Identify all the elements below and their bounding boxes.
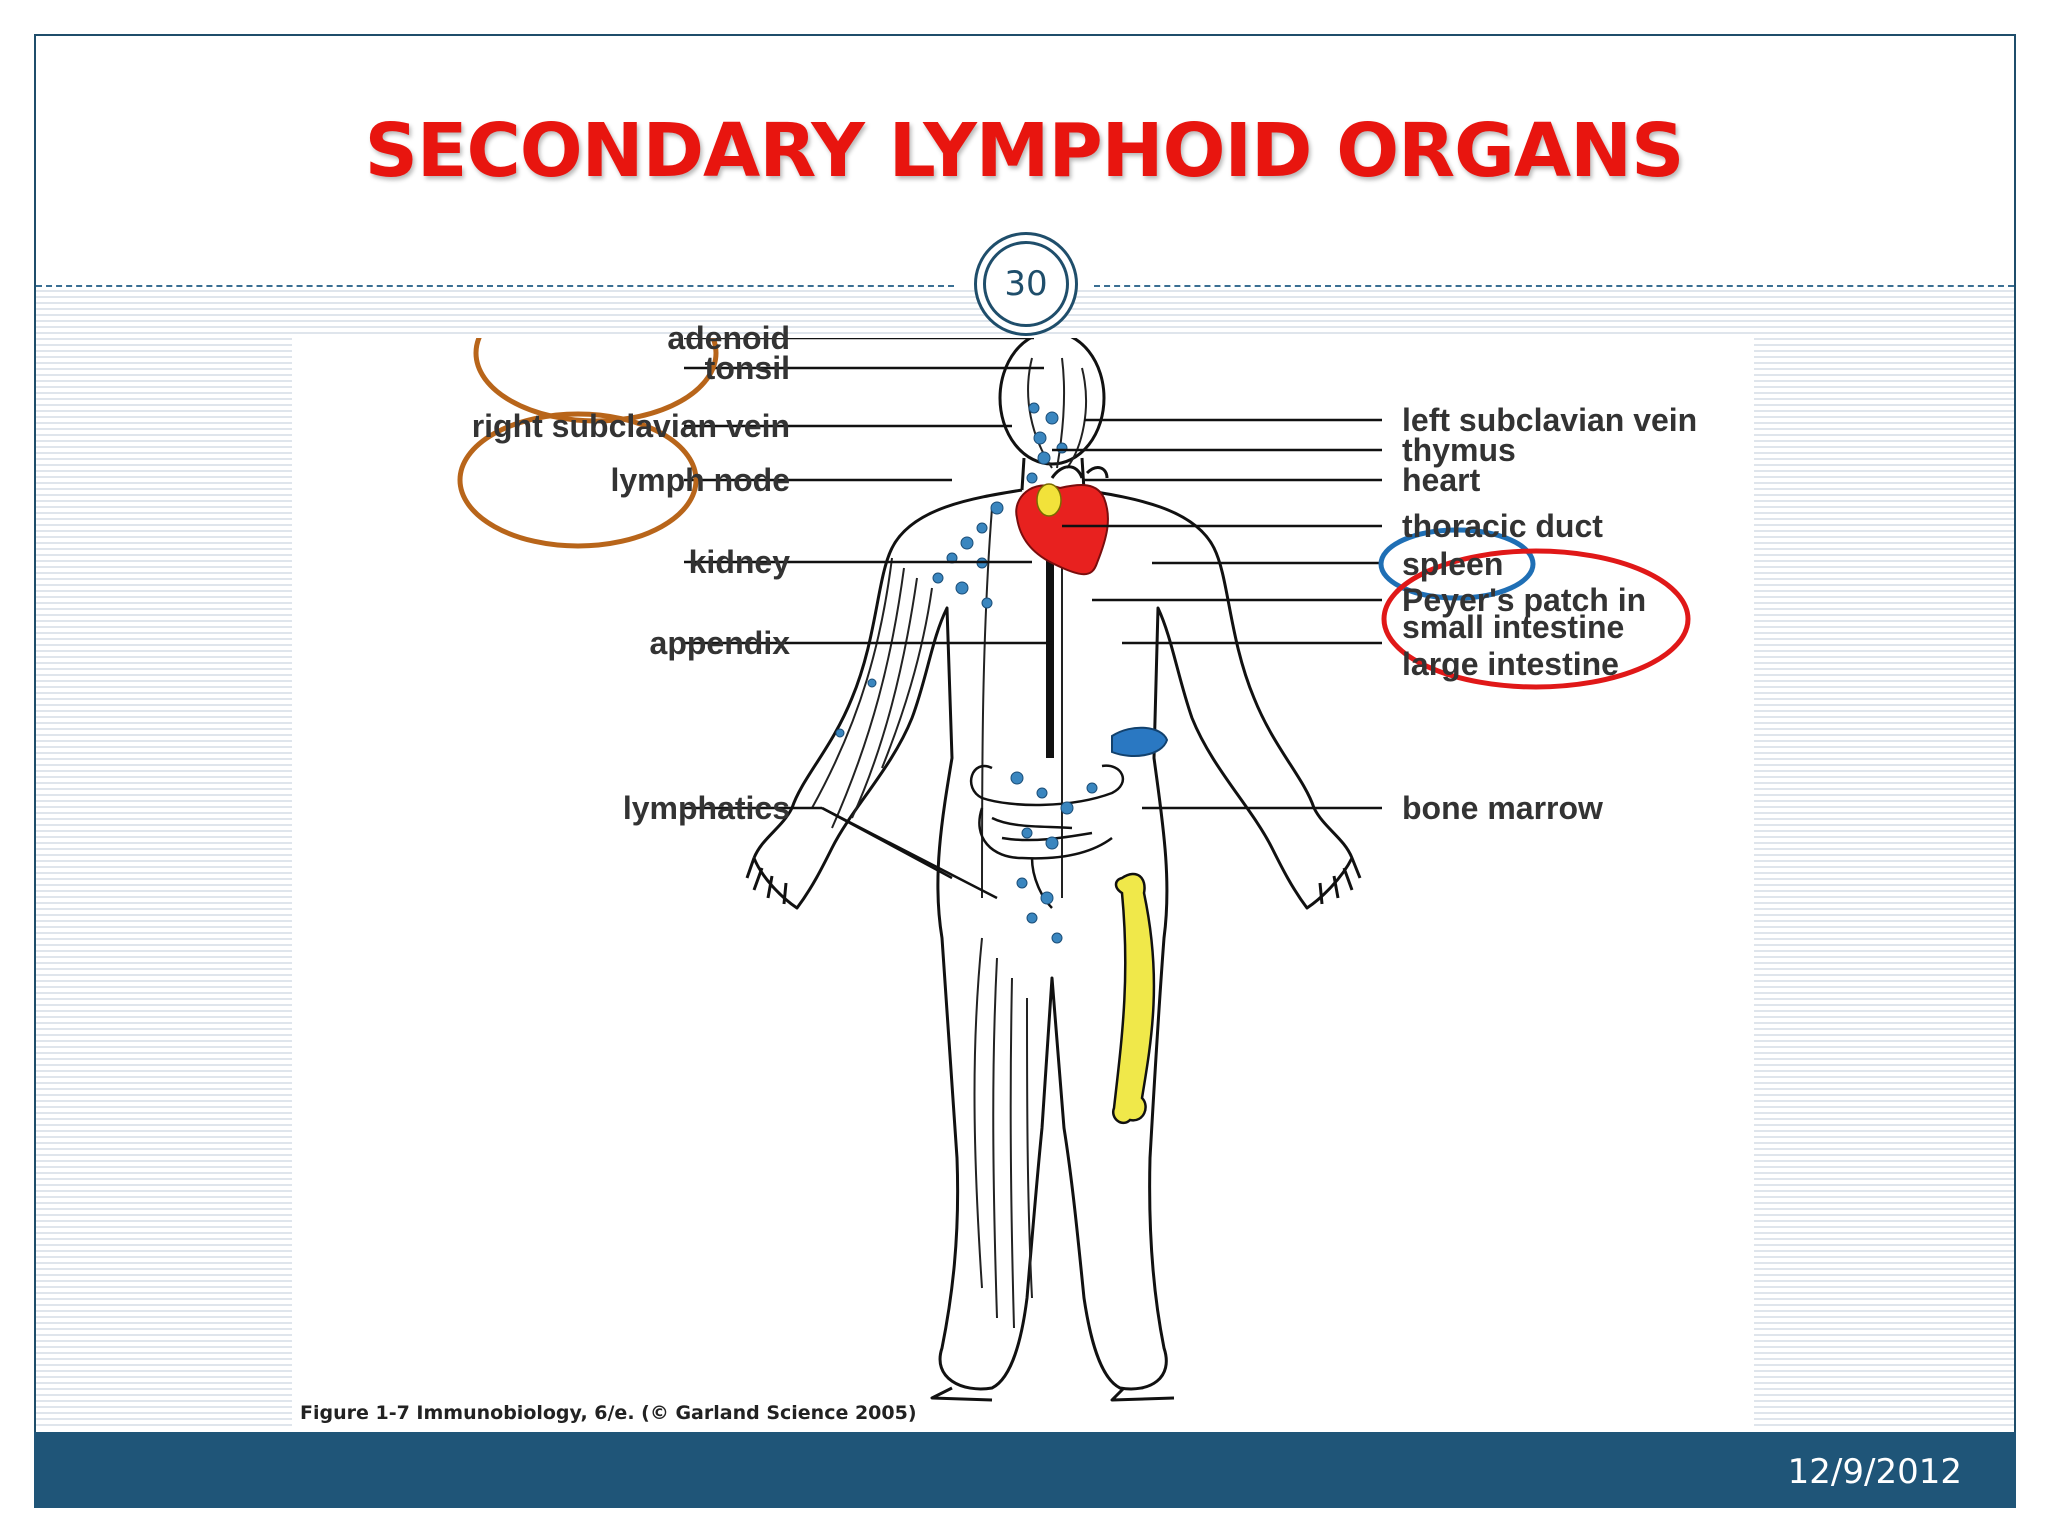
divider-left bbox=[36, 285, 954, 287]
divider-right bbox=[1094, 285, 2014, 287]
footer-bar: 12/9/2012 bbox=[34, 1432, 2016, 1508]
label-lymph-node: lymph node bbox=[610, 462, 790, 498]
body-outline bbox=[745, 338, 1362, 1402]
spleen-highlight bbox=[1378, 527, 1536, 601]
label-kidney: kidney bbox=[688, 544, 790, 580]
leader-lines bbox=[684, 338, 1382, 900]
label-heart: heart bbox=[1402, 462, 1481, 498]
label-tonsil: tonsil bbox=[704, 350, 790, 386]
label-adenoid: adenoid bbox=[667, 320, 790, 356]
spleen bbox=[1111, 726, 1169, 757]
label-lymphatics: lymphatics bbox=[622, 790, 790, 826]
label-thymus: thymus bbox=[1402, 432, 1516, 468]
lymph-nodes bbox=[835, 402, 1098, 944]
label-peyers-patch: Peyer's patch in bbox=[1402, 582, 1647, 618]
peyers-patch-highlight bbox=[1381, 548, 1691, 690]
intestines bbox=[970, 764, 1124, 909]
label-bone-marrow: bone marrow bbox=[1402, 790, 1603, 826]
label-small-intestine: small intestine bbox=[1402, 609, 1625, 645]
slide-date: 12/9/2012 bbox=[1787, 1452, 1962, 1492]
body-illustration bbox=[457, 338, 1691, 1402]
lymphatic-vessels bbox=[811, 357, 1088, 1329]
adenoid-tonsil-highlight bbox=[473, 338, 719, 424]
page-number: 30 bbox=[983, 241, 1069, 327]
page-number-badge: 30 bbox=[974, 232, 1078, 336]
label-large-intestine: large intestine bbox=[1402, 646, 1619, 682]
thymus bbox=[1036, 483, 1062, 517]
label-appendix: appendix bbox=[649, 625, 790, 661]
bone-marrow bbox=[1111, 872, 1156, 1125]
slide-title: SECONDARY LYMPHOID ORGANS bbox=[364, 108, 1685, 194]
heart bbox=[1015, 465, 1109, 576]
lymphatic-system-figure: adenoid tonsil right subclavian vein lym… bbox=[292, 322, 1754, 1434]
label-right-subclavian-vein: right subclavian vein bbox=[471, 408, 790, 444]
label-left-subclavian-vein: left subclavian vein bbox=[1402, 402, 1698, 438]
label-thoracic-duct: thoracic duct bbox=[1402, 508, 1603, 544]
label-spleen: spleen bbox=[1402, 546, 1504, 582]
figure-caption: Figure 1-7 Immunobiology, 6/e. (© Garlan… bbox=[300, 1402, 917, 1424]
lymph-node-highlight bbox=[457, 411, 699, 549]
